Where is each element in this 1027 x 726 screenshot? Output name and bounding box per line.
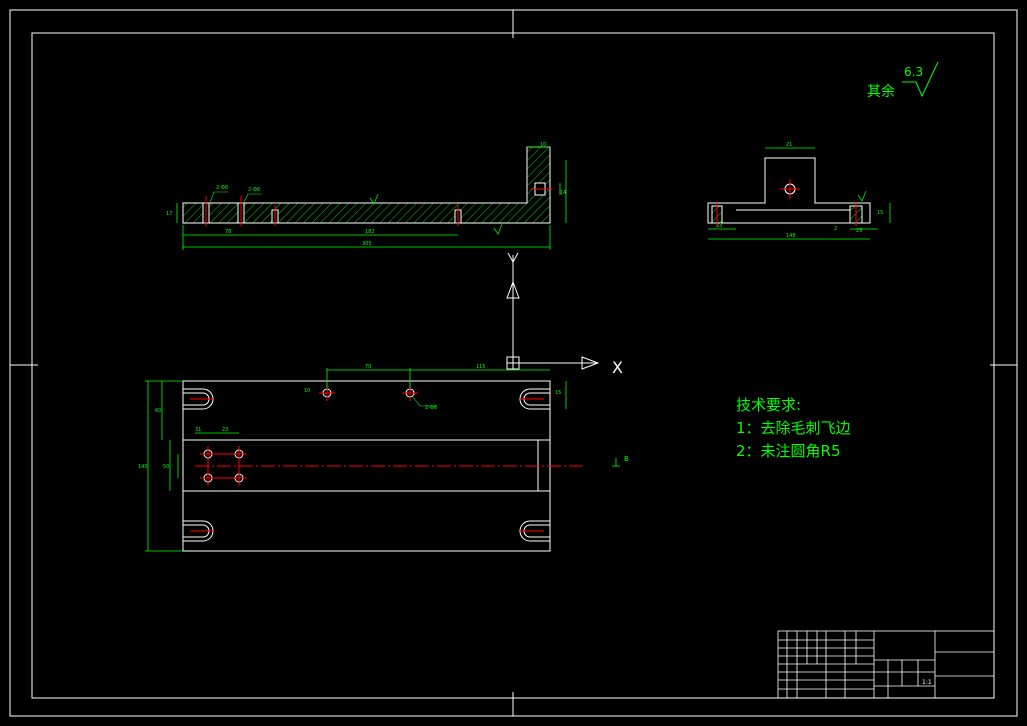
- notes-line-1: 1：去除毛刺飞边: [736, 419, 851, 437]
- dim-23-left: 23: [716, 223, 722, 229]
- dim-15: 15: [877, 210, 883, 216]
- dim-10: 10: [304, 388, 310, 394]
- dim-182: 182: [365, 229, 375, 235]
- ucs-x-label: X: [612, 358, 623, 377]
- dim-17: 17: [166, 211, 172, 217]
- roughness-mark-icon: [369, 193, 379, 205]
- callout-2-phi8: 2-Φ8: [425, 405, 437, 411]
- notes-line-2: 2：未注圆角R5: [736, 442, 841, 460]
- title-block: [777, 630, 995, 699]
- dim-50: 50: [163, 464, 169, 470]
- side-outline: [707, 157, 871, 224]
- roughness-mark-icon: [493, 223, 503, 235]
- dim-78: 78: [225, 229, 231, 235]
- notes-title: 技术要求:: [736, 396, 801, 414]
- dim-15: 15: [555, 390, 561, 396]
- dim-148: 148: [786, 233, 796, 239]
- ucs-icon: [506, 252, 600, 370]
- dim-31: 31: [195, 427, 201, 433]
- dim-60: 60: [155, 408, 161, 414]
- dim-2: 2: [834, 226, 837, 232]
- dim-305: 305: [362, 241, 372, 247]
- dim-70: 70: [365, 364, 371, 370]
- roughness-symbol: 其余 6.3: [867, 61, 939, 100]
- section-label: B: [624, 455, 629, 463]
- dim-23: 23: [222, 427, 228, 433]
- roughness-label: 其余: [867, 83, 895, 100]
- ucs-y-label: Y: [509, 250, 510, 252]
- dim-140: 140: [138, 464, 148, 470]
- dim-14: 14: [560, 190, 566, 196]
- sheet-border: [9, 9, 1018, 717]
- callout-2-phi8-b: 2-Φ8: [248, 187, 260, 193]
- dim-21: 21: [786, 142, 792, 148]
- roughness-mark-icon: [857, 190, 867, 202]
- top-view: 70 115 31 23 50 60 140 15 10 2-Φ8 B: [138, 364, 629, 552]
- front-section-view: 78 182 305 10 14 17 2-Φ8 2-Φ8: [166, 142, 567, 250]
- title-block-scale: 1:1: [922, 679, 932, 686]
- dim-10: 10: [540, 142, 546, 148]
- roughness-value: 6.3: [904, 65, 923, 79]
- technical-notes: 技术要求: 1：去除毛刺飞边 2：未注圆角R5: [736, 396, 851, 460]
- dim-23-right: 23: [856, 228, 862, 234]
- side-view: 21 148 23 23 15 2: [707, 142, 891, 240]
- dim-115: 115: [476, 364, 486, 370]
- callout-2-phi8-a: 2-Φ8: [216, 185, 228, 191]
